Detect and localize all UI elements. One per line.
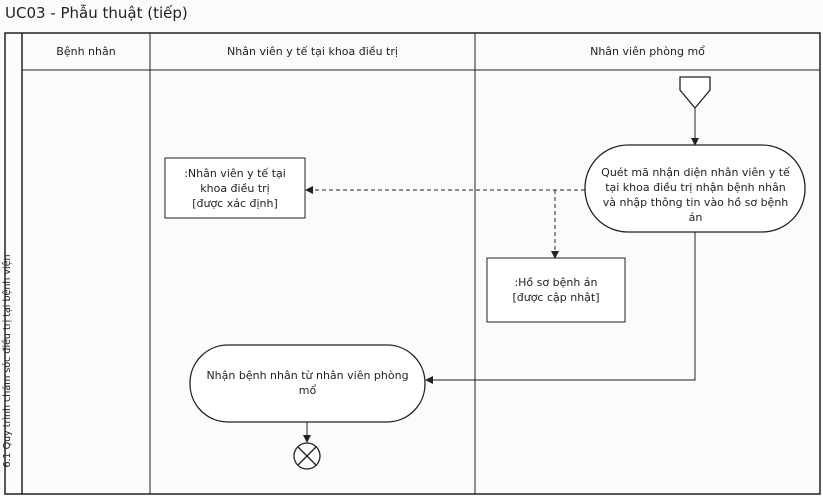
diagram-title: UC03 - Phẫu thuật (tiếp) xyxy=(5,4,188,22)
final-node xyxy=(293,442,321,470)
object-record-label: :Hồ sơ bệnh án [được cập nhật] xyxy=(490,275,622,305)
object-record-name: :Hồ sơ bệnh án xyxy=(514,276,598,289)
swimlane-frame xyxy=(4,32,821,495)
object-record xyxy=(486,257,626,323)
lane-header-patient: Bệnh nhân xyxy=(56,45,116,58)
object-staff-label: :Nhân viên y tế tại khoa điều trị [được … xyxy=(180,166,290,211)
object-record-state: [được cập nhật] xyxy=(512,291,600,304)
object-staff xyxy=(164,157,306,219)
object-staff-name: :Nhân viên y tế tại khoa điều trị xyxy=(184,167,286,195)
action-scan-label: Quét mã nhận diện nhân viên y tế tại kho… xyxy=(601,166,790,224)
swimlane-label: 6.1 Quy trình chăm sóc điều trị tại bệnh… xyxy=(2,254,13,468)
lane-header-or-staff: Nhân viên phòng mổ xyxy=(590,45,705,58)
action-receive-label: Nhận bệnh nhân từ nhân viên phòng mổ xyxy=(206,369,409,397)
object-staff-state: [được xác định] xyxy=(192,197,278,210)
initial-node xyxy=(679,76,711,110)
flow-scan-to-receive xyxy=(425,232,696,384)
lane-header-ward-staff: Nhân viên y tế tại khoa điều trị xyxy=(227,45,398,58)
